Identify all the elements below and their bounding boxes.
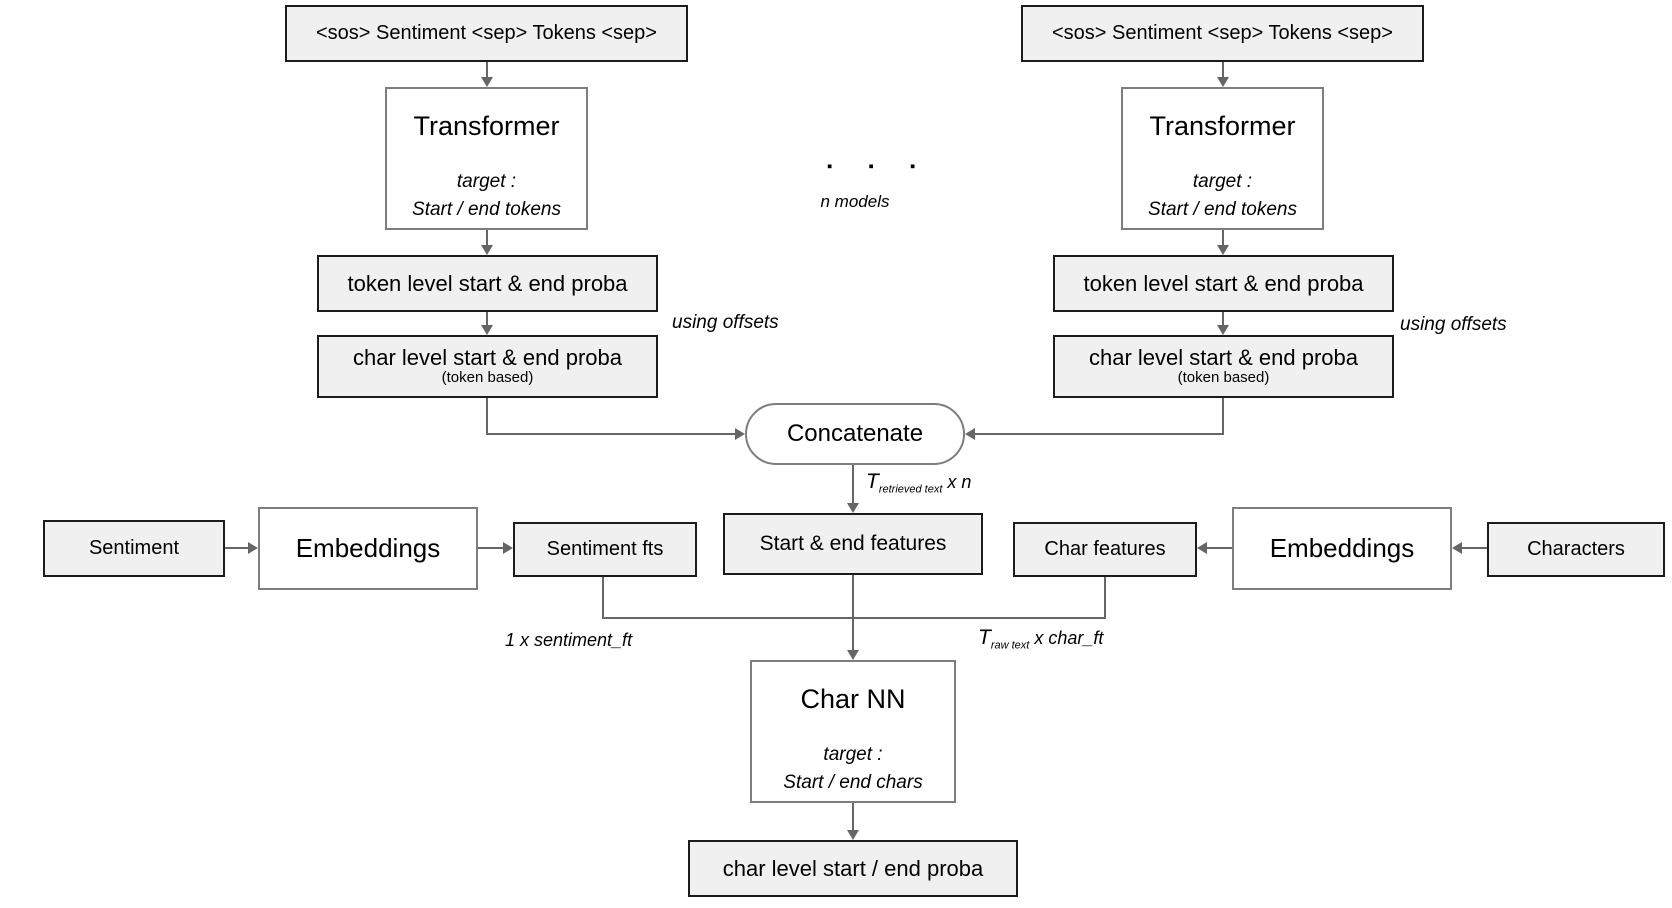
arrowhead-down [1217,245,1229,255]
connector [486,398,488,435]
dim-suffix: x n [942,472,972,492]
dim-subscript: retrieved text [878,483,943,496]
arrowhead-down [481,77,493,87]
char-nn-target-value: Start / end chars [783,771,923,793]
start-end-features-box: Start & end features [723,513,983,575]
arrowhead-down [847,503,859,513]
left-input-tokens-box: <sos> Sentiment <sep> Tokens <sep> [285,5,688,62]
arrowhead-left [1197,542,1207,554]
arrowhead-right [503,542,513,554]
connector [852,465,854,504]
sentiment-fts-box: Sentiment fts [513,522,697,577]
right-input-tokens-box: <sos> Sentiment <sep> Tokens <sep> [1021,5,1424,62]
left-char-proba-note: (token based) [441,369,534,387]
right-transformer-target-value: Start / end tokens [1148,198,1297,220]
right-token-proba-box: token level start & end proba [1053,255,1394,312]
arrowhead-down [481,325,493,335]
right-using-offsets-label: using offsets [1400,314,1507,335]
n-models-dots: ▪ ▪ ▪ [827,158,932,175]
connector [478,547,504,549]
connector [1222,230,1224,245]
connector [602,577,604,619]
char-nn-target-label: target : [823,744,883,765]
left-char-proba-box: char level start & end proba (token base… [317,335,658,398]
left-token-proba-box: token level start & end proba [317,255,658,312]
dim-T: T [978,626,991,649]
char-nn-box: Char NN target : Start / end chars [750,660,956,803]
connector [1222,62,1224,79]
right-char-proba-text: char level start & end proba [1088,345,1359,371]
connector [1461,547,1487,549]
left-transformer-title: Transformer [413,111,560,141]
connector [486,62,488,79]
concatenate-node: Concatenate [745,403,965,465]
dim-subscript: raw text [990,639,1030,652]
connector [975,433,1224,435]
char-dim-label: Traw text x char_ft [978,626,1103,652]
connector [1222,312,1224,325]
char-features-box: Char features [1013,522,1197,577]
right-char-proba-note: (token based) [1177,369,1270,387]
connector [852,803,854,831]
right-transformer-box: Transformer target : Start / end tokens [1121,87,1324,230]
sentiment-dim-label: 1 x sentiment_ft [505,630,633,650]
char-nn-title: Char NN [800,684,906,714]
arrowhead-down [847,830,859,840]
arrowhead-right [735,428,745,440]
arrowhead-down [481,245,493,255]
connector [852,575,854,652]
arrowhead-right [248,542,258,554]
connector [1222,398,1224,435]
arrowhead-down [1217,77,1229,87]
right-transformer-title: Transformer [1149,111,1296,141]
dim-suffix: x char_ft [1029,628,1104,648]
right-transformer-target-label: target : [1192,171,1253,192]
left-transformer-target-value: Start / end tokens [412,198,561,220]
arrowhead-down [1217,325,1229,335]
characters-box: Characters [1487,522,1665,577]
connector [1104,577,1106,619]
right-char-proba-box: char level start & end proba (token base… [1053,335,1394,398]
right-embeddings-box: Embeddings [1232,507,1452,590]
connector [486,230,488,245]
dim-T: T [866,470,879,493]
arrowhead-left [965,428,975,440]
connector [1206,547,1232,549]
left-char-proba-text: char level start & end proba [352,345,623,371]
connector [602,617,1106,619]
left-using-offsets-label: using offsets [672,312,779,333]
sentiment-box: Sentiment [43,520,225,577]
connector [486,433,735,435]
left-transformer-box: Transformer target : Start / end tokens [385,87,588,230]
output-proba-box: char level start / end proba [688,840,1018,897]
arrowhead-down [847,650,859,660]
concat-output-dim-label: Tretrieved text x n [866,470,971,496]
connector [486,312,488,325]
left-embeddings-box: Embeddings [258,507,478,590]
n-models-label: n models [820,192,890,211]
arrowhead-left [1452,542,1462,554]
connector [225,547,249,549]
left-transformer-target-label: target : [456,171,517,192]
